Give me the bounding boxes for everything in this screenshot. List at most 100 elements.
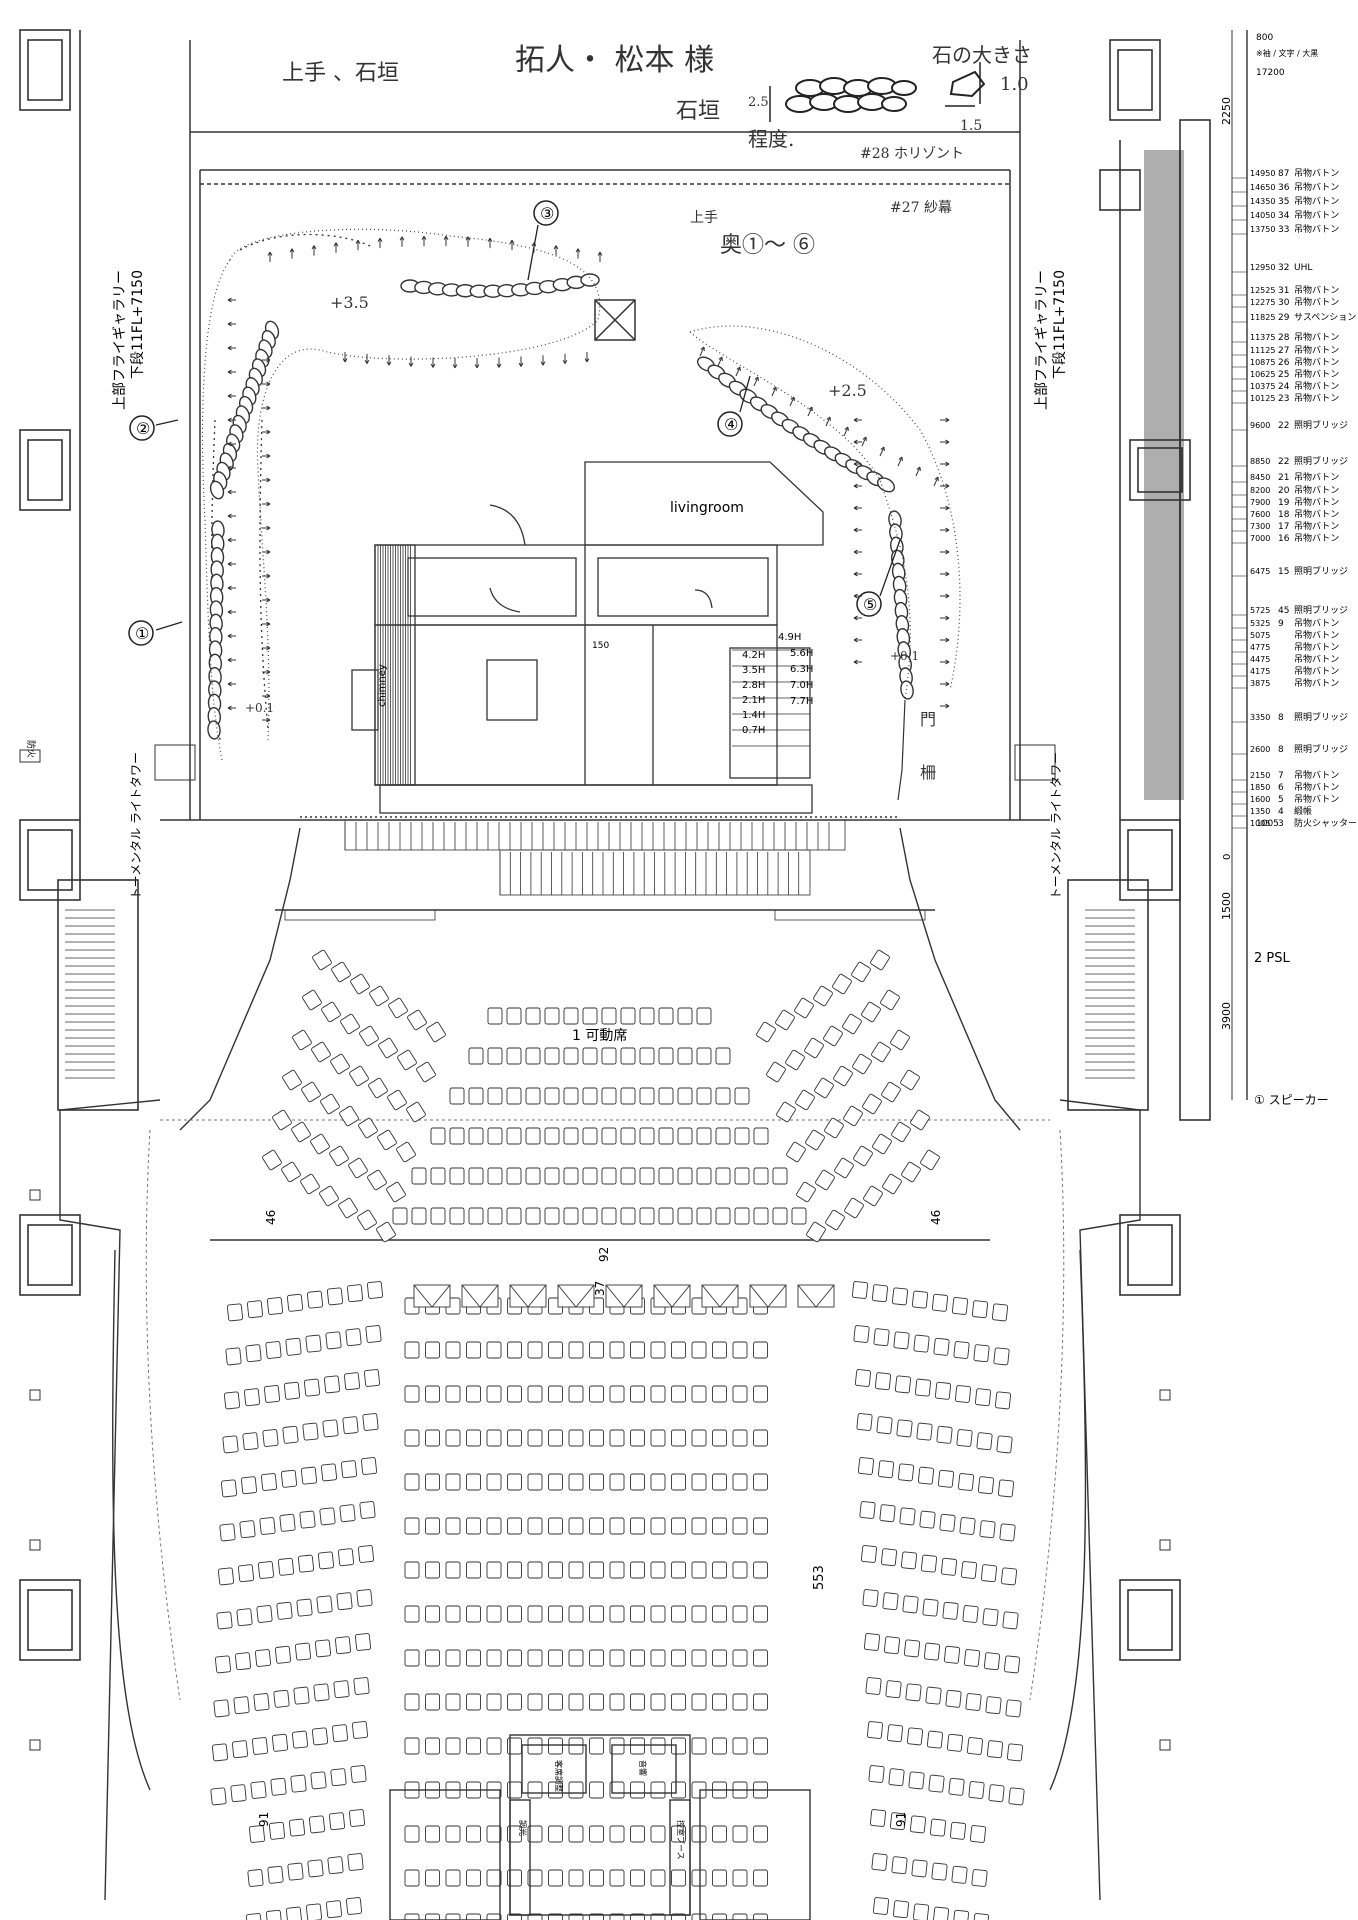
seat (609, 1341, 625, 1359)
seat (425, 1341, 440, 1359)
slope-arrow (699, 346, 705, 357)
seat (217, 1567, 235, 1586)
seat (965, 1693, 982, 1711)
seat (299, 1510, 316, 1529)
slope-arrow-head (227, 467, 232, 471)
seat (753, 1385, 768, 1403)
seat (320, 1463, 338, 1482)
seat (920, 1149, 940, 1171)
seat (671, 1825, 686, 1843)
slope-arrow-head (266, 405, 271, 409)
slope-arrow (843, 426, 849, 437)
step-height: 1.4H (742, 710, 765, 721)
slope-arrow-head (227, 707, 232, 711)
slope-arrow-head (227, 465, 232, 469)
seat (325, 1331, 342, 1350)
slope-arrow-head (227, 705, 232, 709)
seat (879, 1504, 896, 1523)
seat (445, 1605, 461, 1623)
fly-bar-name: 吊物バトン (1294, 296, 1339, 308)
slope-arrow-head (945, 595, 950, 599)
seat (563, 1207, 579, 1225)
seat (671, 1517, 686, 1535)
slope-arrow-head (575, 248, 579, 253)
wall-marker (29, 1189, 41, 1201)
slope-arrow-head (853, 439, 858, 443)
slope-arrow-head (511, 239, 515, 244)
seat (844, 1197, 864, 1219)
seat (293, 1686, 310, 1705)
circle-markers (128, 200, 882, 646)
slope-arrow-head (853, 507, 858, 511)
seat (601, 1167, 617, 1185)
seat (715, 1087, 731, 1105)
seat (348, 1157, 368, 1179)
seat (609, 1429, 625, 1447)
fly-bar-number: 17 (1278, 522, 1289, 532)
seat (210, 1787, 227, 1806)
seat (609, 1869, 625, 1887)
seat (691, 1825, 707, 1843)
dim-150: 150 (592, 641, 609, 651)
seat (639, 1007, 655, 1025)
slope-arrow-head (266, 695, 271, 699)
seat (885, 1680, 902, 1699)
slope-arrow-head (227, 395, 232, 399)
seat (319, 1507, 336, 1526)
slope-arrow-head (227, 347, 232, 351)
seat (263, 1385, 281, 1403)
seat (609, 1385, 625, 1403)
seat (363, 1369, 381, 1387)
slope-arrow-head (945, 661, 950, 665)
seat (356, 1589, 373, 1607)
seat (925, 1686, 942, 1705)
seat (281, 1161, 301, 1183)
seat (658, 1007, 674, 1025)
seat (425, 1649, 440, 1667)
seat (630, 1869, 645, 1887)
seat (715, 1167, 731, 1185)
seat (449, 1127, 465, 1145)
seat (906, 1727, 924, 1746)
seat (358, 1117, 378, 1139)
slope-arrow-head (945, 529, 950, 533)
seat (753, 1341, 768, 1359)
seat (696, 1167, 712, 1185)
seat (525, 1047, 541, 1065)
seat (288, 1818, 306, 1837)
front-step-bar (344, 819, 846, 851)
seat (357, 1545, 375, 1563)
seat (805, 1129, 825, 1151)
seat (240, 1476, 258, 1495)
seat (932, 1906, 950, 1920)
slope-arrow-head (945, 571, 950, 575)
light-tower-right: トーメンタル ライトタワー (1049, 752, 1063, 899)
fly-bar-number: 15 (1278, 567, 1289, 577)
seat (882, 1173, 902, 1195)
seat (851, 961, 871, 983)
seat (259, 1517, 276, 1535)
slope-arrow-head (266, 573, 271, 577)
fly-bar-number: 8 (1278, 713, 1284, 723)
fly-bar-name: 照明ブリッジ (1294, 565, 1348, 577)
seat (568, 1517, 584, 1535)
seat (712, 1825, 727, 1843)
seat (732, 1913, 748, 1920)
slope-arrow-head (520, 362, 524, 367)
seat (242, 1432, 259, 1451)
seat (852, 1053, 872, 1075)
seat (449, 1207, 465, 1225)
seat (283, 1381, 301, 1400)
seat (923, 1642, 941, 1661)
fly-bar-number: 28 (1278, 333, 1290, 343)
seat (338, 1197, 358, 1219)
seat (943, 1645, 961, 1664)
seat (609, 1605, 625, 1623)
height-label-3: +0.1 (245, 701, 274, 715)
seat (671, 1385, 686, 1403)
slope-arrow-head (700, 346, 705, 350)
fly-bar-number: 19 (1278, 498, 1290, 508)
seat (589, 1385, 604, 1403)
slope-arrow-head (432, 363, 436, 368)
seat (891, 1856, 908, 1875)
